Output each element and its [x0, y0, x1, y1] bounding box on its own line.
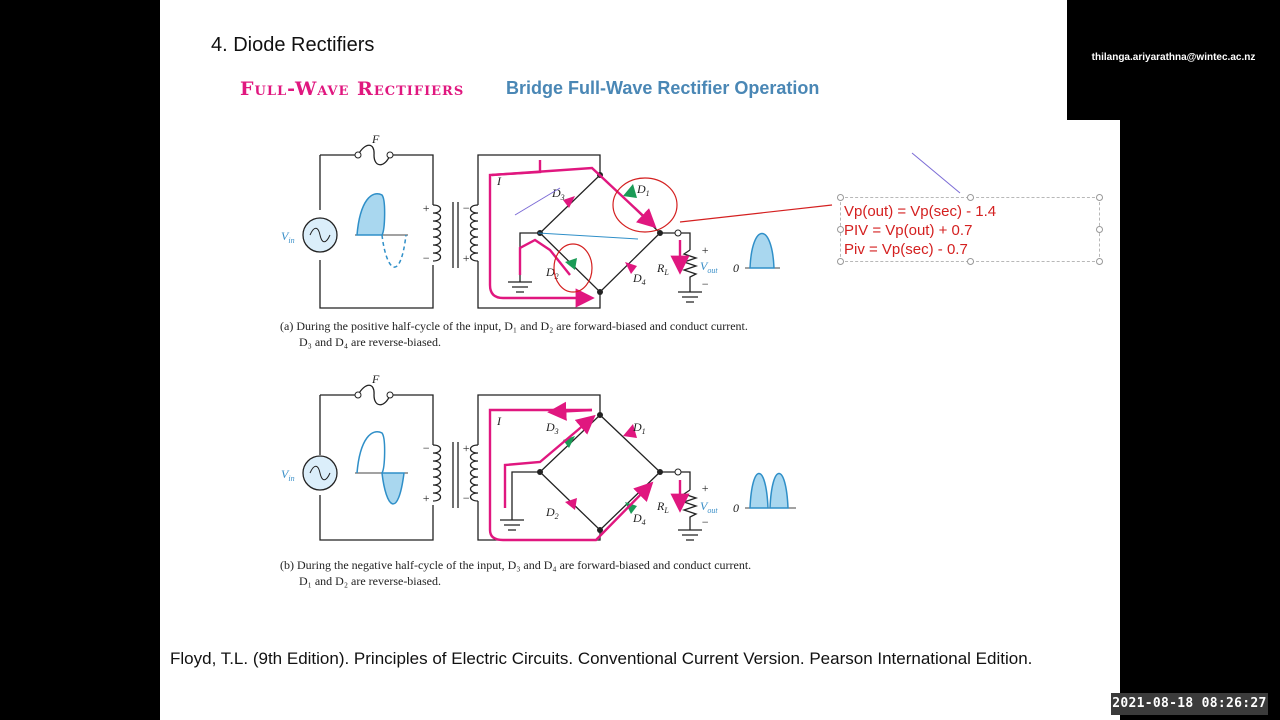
resize-handle[interactable] — [837, 194, 844, 201]
diode-d4-icon — [625, 502, 637, 514]
resistor-rl-icon — [678, 489, 702, 541]
slide: 4. Diode Rectifiers Full-Wave Rectifiers… — [160, 0, 1120, 720]
svg-text:+: + — [422, 491, 430, 505]
svg-text:D4: D4 — [632, 271, 646, 287]
svg-text:−: − — [422, 251, 430, 265]
presenter-email: thilanga.ariyarathna@wintec.ac.nz — [1091, 52, 1256, 63]
annotation-line-1: Vp(out) = Vp(sec) - 1.4 — [844, 203, 997, 220]
diode-d3-icon — [563, 196, 575, 208]
annotation-line-3: Piv = Vp(sec) - 0.7 — [844, 241, 968, 258]
diode-d4-icon — [625, 262, 637, 274]
svg-text:−: − — [701, 277, 709, 291]
svg-text:D3: D3 — [545, 420, 559, 436]
reference-citation: Floyd, T.L. (9th Edition). Principles of… — [170, 649, 1033, 668]
section-subtitle: Bridge Full-Wave Rectifier Operation — [506, 78, 820, 98]
svg-text:RL: RL — [656, 261, 669, 277]
recording-timestamp: 2021-08-18 08:26:27 — [1111, 693, 1268, 715]
svg-text:D2: D2 — [545, 265, 559, 281]
fuse-icon — [357, 144, 391, 166]
circuit-b: F Vin − + + − D1 D3 D2 D4 — [281, 372, 796, 542]
svg-text:−: − — [462, 491, 470, 505]
annotation-line-2: PIV = Vp(out) + 0.7 — [844, 222, 973, 239]
bridge-rectifier-diagram: F Vin + − − + D1 — [281, 132, 961, 542]
svg-text:D1: D1 — [636, 182, 650, 198]
svg-text:Vout: Vout — [700, 259, 718, 275]
svg-text:+: + — [462, 251, 470, 265]
diode-d2-icon — [565, 258, 577, 270]
svg-text:+: + — [422, 201, 430, 215]
caption-b: (b) During the negative half-cycle of th… — [280, 558, 752, 588]
svg-text:0: 0 — [733, 261, 739, 275]
fuse-label: F — [371, 132, 380, 146]
svg-text:−: − — [462, 201, 470, 215]
fuse-icon — [357, 384, 391, 406]
svg-text:RL: RL — [656, 499, 669, 515]
svg-text:−: − — [701, 515, 709, 529]
circuit-a: F Vin + − − + D1 — [281, 132, 961, 309]
annotation-textbox[interactable]: Vp(out) = Vp(sec) - 1.4 PIV = Vp(out) + … — [837, 194, 1103, 265]
svg-text:−: − — [422, 441, 430, 455]
resize-handle[interactable] — [967, 258, 974, 265]
diode-d1-icon — [623, 424, 637, 438]
svg-text:D1: D1 — [632, 420, 646, 436]
presenter-video-panel: thilanga.ariyarathna@wintec.ac.nz — [1067, 0, 1280, 120]
resize-handle[interactable] — [837, 226, 844, 233]
resize-handle[interactable] — [1096, 258, 1103, 265]
resize-handle[interactable] — [1096, 226, 1103, 233]
svg-text:Vin: Vin — [281, 229, 295, 245]
diode-d2-icon — [565, 498, 577, 510]
slide-heading: 4. Diode Rectifiers — [211, 34, 375, 56]
svg-text:+: + — [701, 243, 709, 257]
svg-text:+: + — [701, 481, 709, 495]
svg-text:F: F — [371, 372, 380, 386]
svg-text:D4: D4 — [632, 511, 646, 527]
topic-title: Full-Wave Rectifiers — [240, 78, 465, 100]
resize-handle[interactable] — [837, 258, 844, 265]
svg-text:Vout: Vout — [700, 499, 718, 515]
svg-text:I: I — [496, 414, 502, 428]
resistor-rl-icon — [678, 249, 702, 303]
svg-text:+: + — [462, 441, 470, 455]
svg-text:I: I — [496, 174, 502, 188]
resize-handle[interactable] — [1096, 194, 1103, 201]
svg-text:D2: D2 — [545, 505, 559, 521]
svg-text:0: 0 — [733, 501, 739, 515]
caption-a: (a) During the positive half-cycle of th… — [280, 319, 748, 349]
diode-d1-icon — [623, 184, 637, 198]
resize-handle[interactable] — [967, 194, 974, 201]
svg-text:D3: D3 — [551, 186, 565, 202]
svg-text:Vin: Vin — [281, 467, 295, 483]
